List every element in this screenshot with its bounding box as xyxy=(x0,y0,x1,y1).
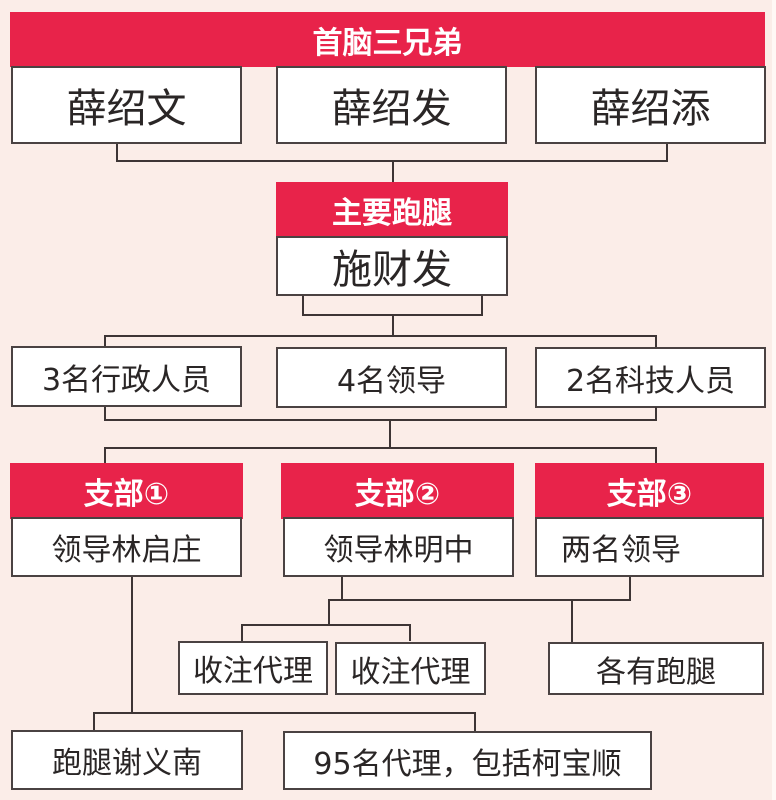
betting-agent-box-1: 收注代理 xyxy=(178,641,328,695)
branch-leader: 领导林明中 xyxy=(323,533,474,568)
agents-box: 95名代理，包括柯宝顺 xyxy=(283,731,652,790)
member-name: 薛绍添 xyxy=(590,86,711,132)
connector xyxy=(104,447,106,463)
connector xyxy=(104,335,106,347)
connector xyxy=(392,160,394,182)
connector xyxy=(104,407,106,421)
runners-box: 各有跑腿 xyxy=(548,642,764,695)
member-name: 薛绍发 xyxy=(331,86,452,132)
connector xyxy=(116,144,118,162)
connector xyxy=(392,314,394,336)
connector xyxy=(328,599,330,626)
connector xyxy=(481,296,483,316)
runner-xie-box: 跑腿谢义南 xyxy=(11,730,243,790)
connector xyxy=(93,712,95,731)
child-label: 各有跑腿 xyxy=(596,654,716,690)
connector xyxy=(341,599,631,601)
child-label: 收注代理 xyxy=(193,654,313,689)
connector xyxy=(655,447,657,463)
connector xyxy=(571,599,573,642)
runner-header: 主要跑腿 xyxy=(276,182,508,238)
connector xyxy=(341,577,343,601)
connector xyxy=(104,447,657,449)
staff-label: 3名行政人员 xyxy=(41,362,212,398)
branch-2-leader-box: 领导林明中 xyxy=(283,517,514,577)
connector xyxy=(629,577,631,601)
branch-header-label: 支部③ xyxy=(606,477,693,512)
staff-label: 2名科技人员 xyxy=(565,363,736,399)
connector xyxy=(655,335,657,347)
connector xyxy=(389,419,391,449)
branch-leader: 领导林启庄 xyxy=(51,533,202,568)
connector xyxy=(655,407,657,421)
member-box-3: 薛绍添 xyxy=(535,66,766,144)
staff-box-leaders: 4名领导 xyxy=(276,347,507,408)
staff-box-admin: 3名行政人员 xyxy=(11,346,242,407)
connector xyxy=(302,296,304,316)
member-box-1: 薛绍文 xyxy=(11,66,242,144)
branch-1-leader-box: 领导林启庄 xyxy=(11,517,242,577)
branch-1-header: 支部① xyxy=(10,463,243,519)
runner-box: 施财发 xyxy=(276,236,508,296)
top-header: 首脑三兄弟 xyxy=(10,12,765,67)
runner-header-label: 主要跑腿 xyxy=(332,196,452,231)
connector xyxy=(666,144,668,162)
top-header-label: 首脑三兄弟 xyxy=(312,25,463,61)
staff-label: 4名领导 xyxy=(336,363,447,399)
connector xyxy=(93,712,476,714)
staff-box-tech: 2名科技人员 xyxy=(535,347,766,408)
member-box-2: 薛绍发 xyxy=(276,66,507,144)
child-label: 95名代理，包括柯宝顺 xyxy=(313,746,622,782)
connector xyxy=(409,624,411,641)
connector xyxy=(131,577,133,714)
betting-agent-box-2: 收注代理 xyxy=(335,642,486,695)
runner-name: 施财发 xyxy=(332,247,452,293)
branch-3-leader-box: 两名领导 xyxy=(535,517,764,577)
connector xyxy=(104,419,657,421)
connector xyxy=(104,335,657,337)
branch-2-header: 支部② xyxy=(281,463,514,519)
child-label: 收注代理 xyxy=(350,654,471,690)
branch-header-label: 支部① xyxy=(83,477,170,512)
connector xyxy=(474,712,476,731)
connector xyxy=(328,599,343,601)
connector xyxy=(241,624,243,641)
child-label: 跑腿谢义南 xyxy=(52,746,202,781)
branch-3-header: 支部③ xyxy=(535,463,764,519)
member-name: 薛绍文 xyxy=(66,86,187,132)
connector xyxy=(241,624,411,626)
branch-header-label: 支部② xyxy=(354,477,441,512)
branch-leader: 两名领导 xyxy=(561,533,681,568)
